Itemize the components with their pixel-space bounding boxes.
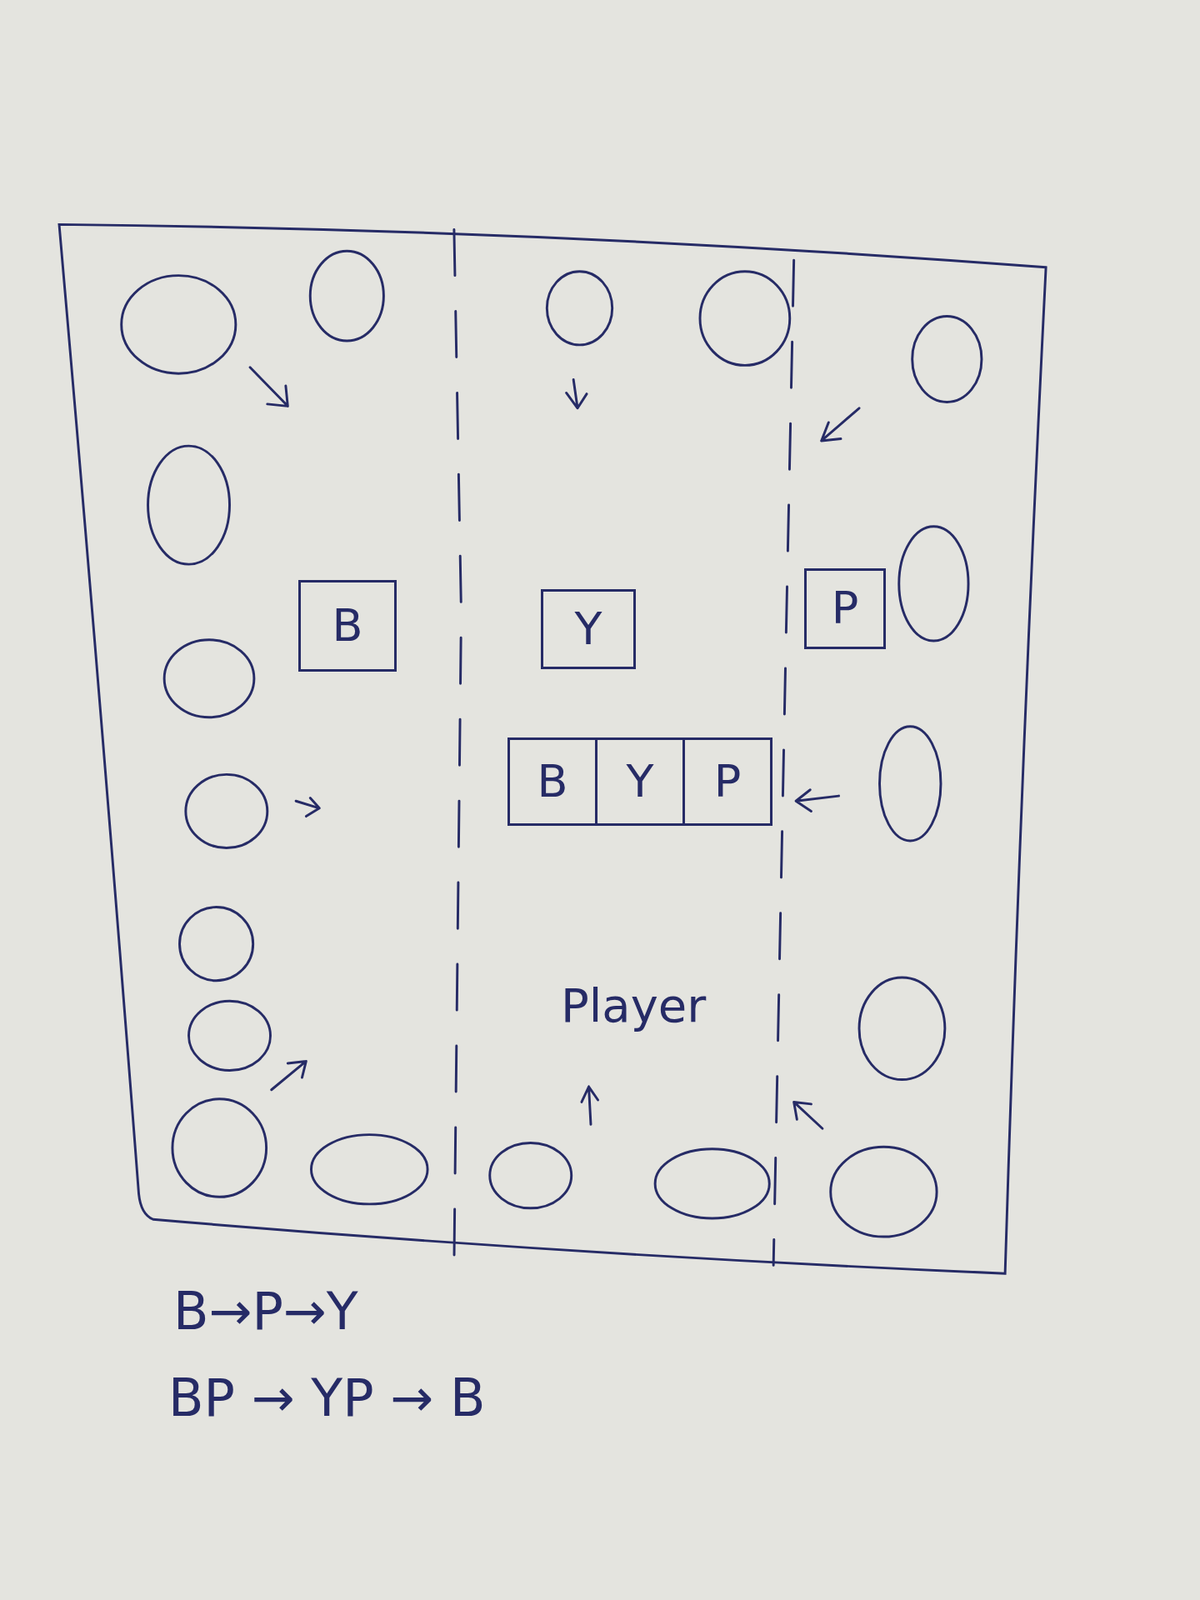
- lane-divider: [454, 230, 462, 1266]
- piece-letter: B: [536, 756, 568, 806]
- sequence-note: BP → YP → B: [168, 1370, 485, 1427]
- piece-box: B: [298, 580, 397, 672]
- piece-box: Y: [540, 589, 636, 670]
- piece-letter: Y: [626, 756, 655, 806]
- piece-letter: Y: [575, 604, 603, 654]
- piece-letter: P: [714, 756, 742, 806]
- player-label: Player: [560, 980, 706, 1032]
- board-outline: [59, 224, 1046, 1274]
- piece-box: P: [804, 568, 886, 650]
- direction-arrows: [250, 367, 860, 1129]
- sequence-cell: Y: [595, 737, 685, 826]
- piece-letter: B: [331, 600, 363, 650]
- spawn-circles: [121, 250, 982, 1237]
- sequence-cell: P: [682, 737, 773, 826]
- sequence-cell: B: [507, 737, 598, 826]
- sequence-note: B→P→Y: [173, 1283, 359, 1340]
- lane-divider: [773, 260, 794, 1265]
- piece-letter: P: [831, 583, 860, 633]
